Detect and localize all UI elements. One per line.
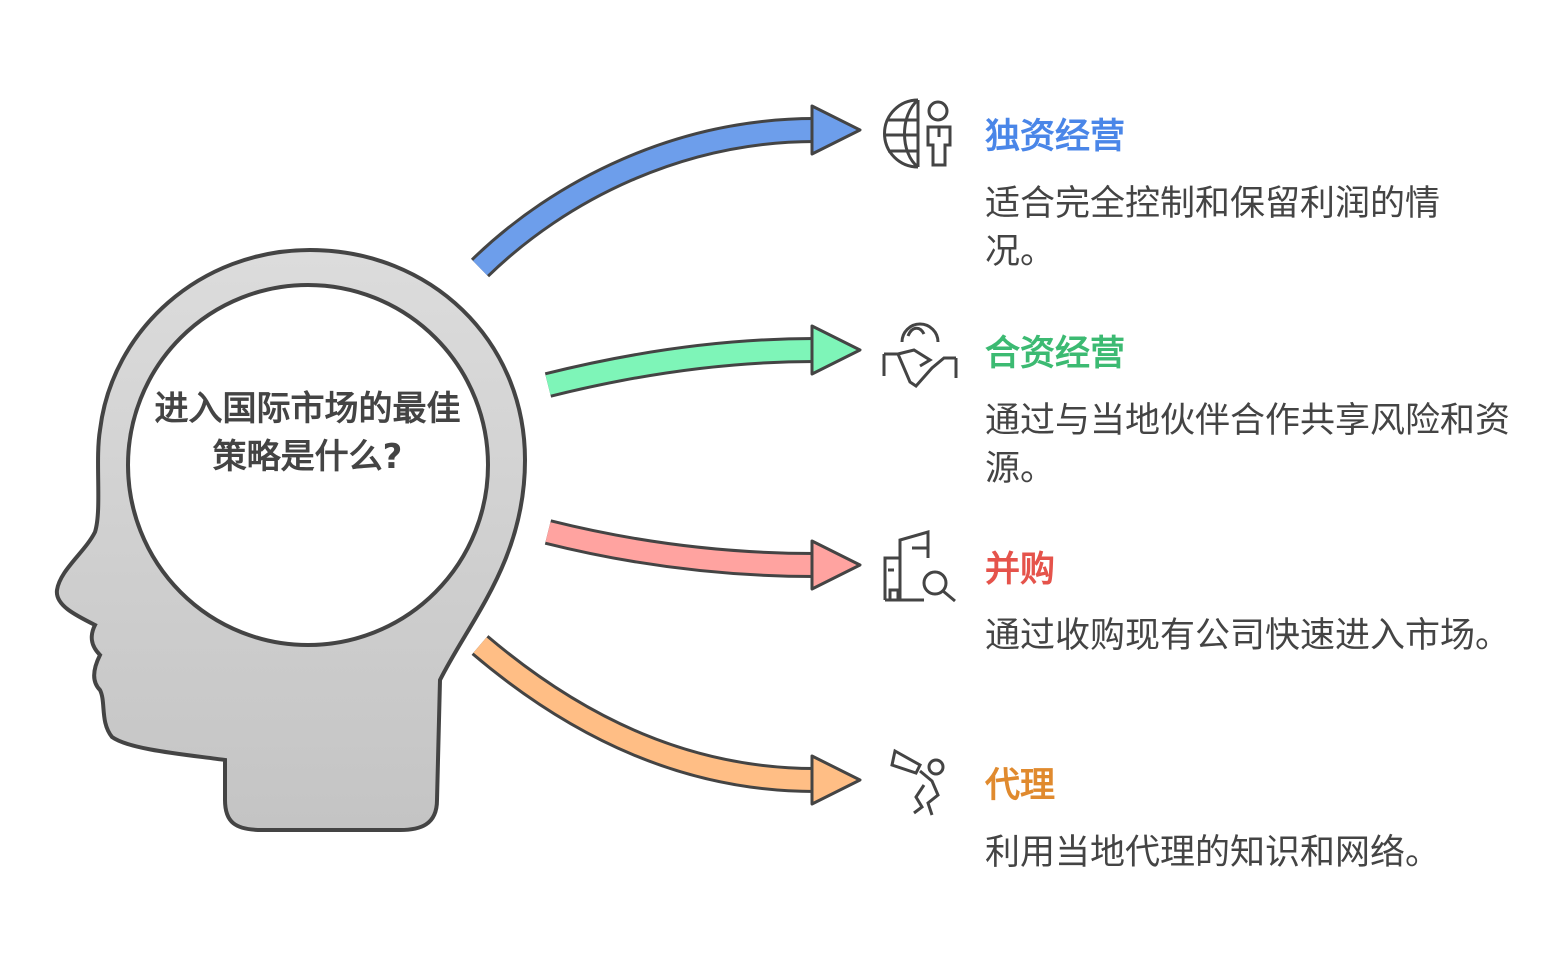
globe-person-icon: [883, 98, 952, 169]
option-title-joint-venture: 合资经营: [985, 334, 1126, 374]
option-title-sole-proprietorship: 独资经营: [985, 117, 1126, 157]
arrow-2: [544, 324, 862, 398]
thought-circle: [126, 283, 490, 647]
arrow-3: [544, 519, 862, 591]
option-title-agency: 代理: [985, 766, 1056, 806]
option-desc-joint-venture: 通过与当地伙伴合作共享风险和资源。: [985, 401, 1511, 489]
building-search-icon: [883, 530, 956, 603]
option-desc-sole-proprietorship: 适合完全控制和保留利润的情况。: [985, 184, 1441, 272]
handshake-globe-icon: [882, 322, 958, 388]
arrow-1: [470, 104, 862, 278]
megaphone-person-icon: [890, 748, 945, 816]
option-title-merger-acquisition: 并购: [985, 550, 1056, 590]
central-question: 进入国际市场的最佳策略是什么?: [154, 389, 461, 477]
option-desc-agency: 利用当地代理的知识和网络。: [985, 833, 1441, 873]
arrow-4: [471, 635, 862, 806]
option-desc-merger-acquisition: 通过收购现有公司快速进入市场。: [985, 616, 1511, 656]
